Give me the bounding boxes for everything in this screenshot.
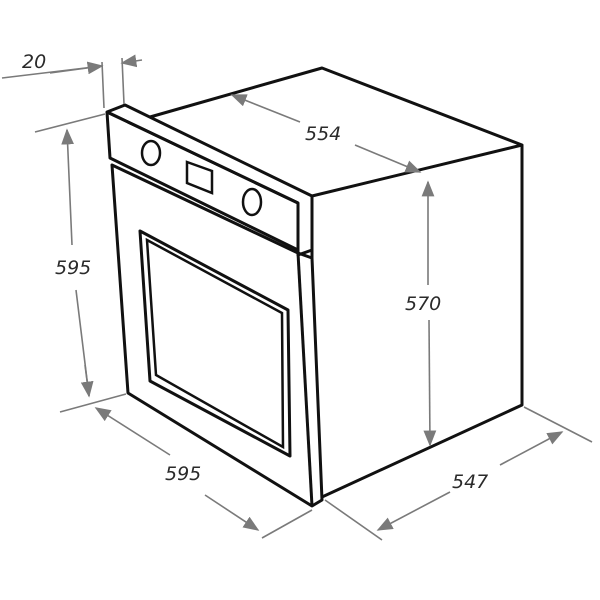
control-panel [105, 103, 314, 257]
body-side [321, 145, 524, 499]
knob-right-icon [241, 187, 263, 217]
dim-label-panel-depth: 20 [22, 51, 46, 73]
dim-label-niche-width: 554 [305, 123, 341, 145]
oven-door [110, 163, 324, 508]
dim-label-height: 595 [55, 257, 91, 279]
panel-front [105, 111, 299, 252]
door-window-inner [145, 237, 285, 450]
dim-label-body-depth: 547 [452, 471, 488, 493]
dim-label-width: 595 [165, 463, 201, 485]
knob-left-icon [140, 139, 162, 167]
dim-label-body-height: 570 [405, 293, 441, 315]
display-icon [185, 160, 214, 195]
dimension-lines [1, 54, 593, 541]
door-window [138, 229, 292, 458]
